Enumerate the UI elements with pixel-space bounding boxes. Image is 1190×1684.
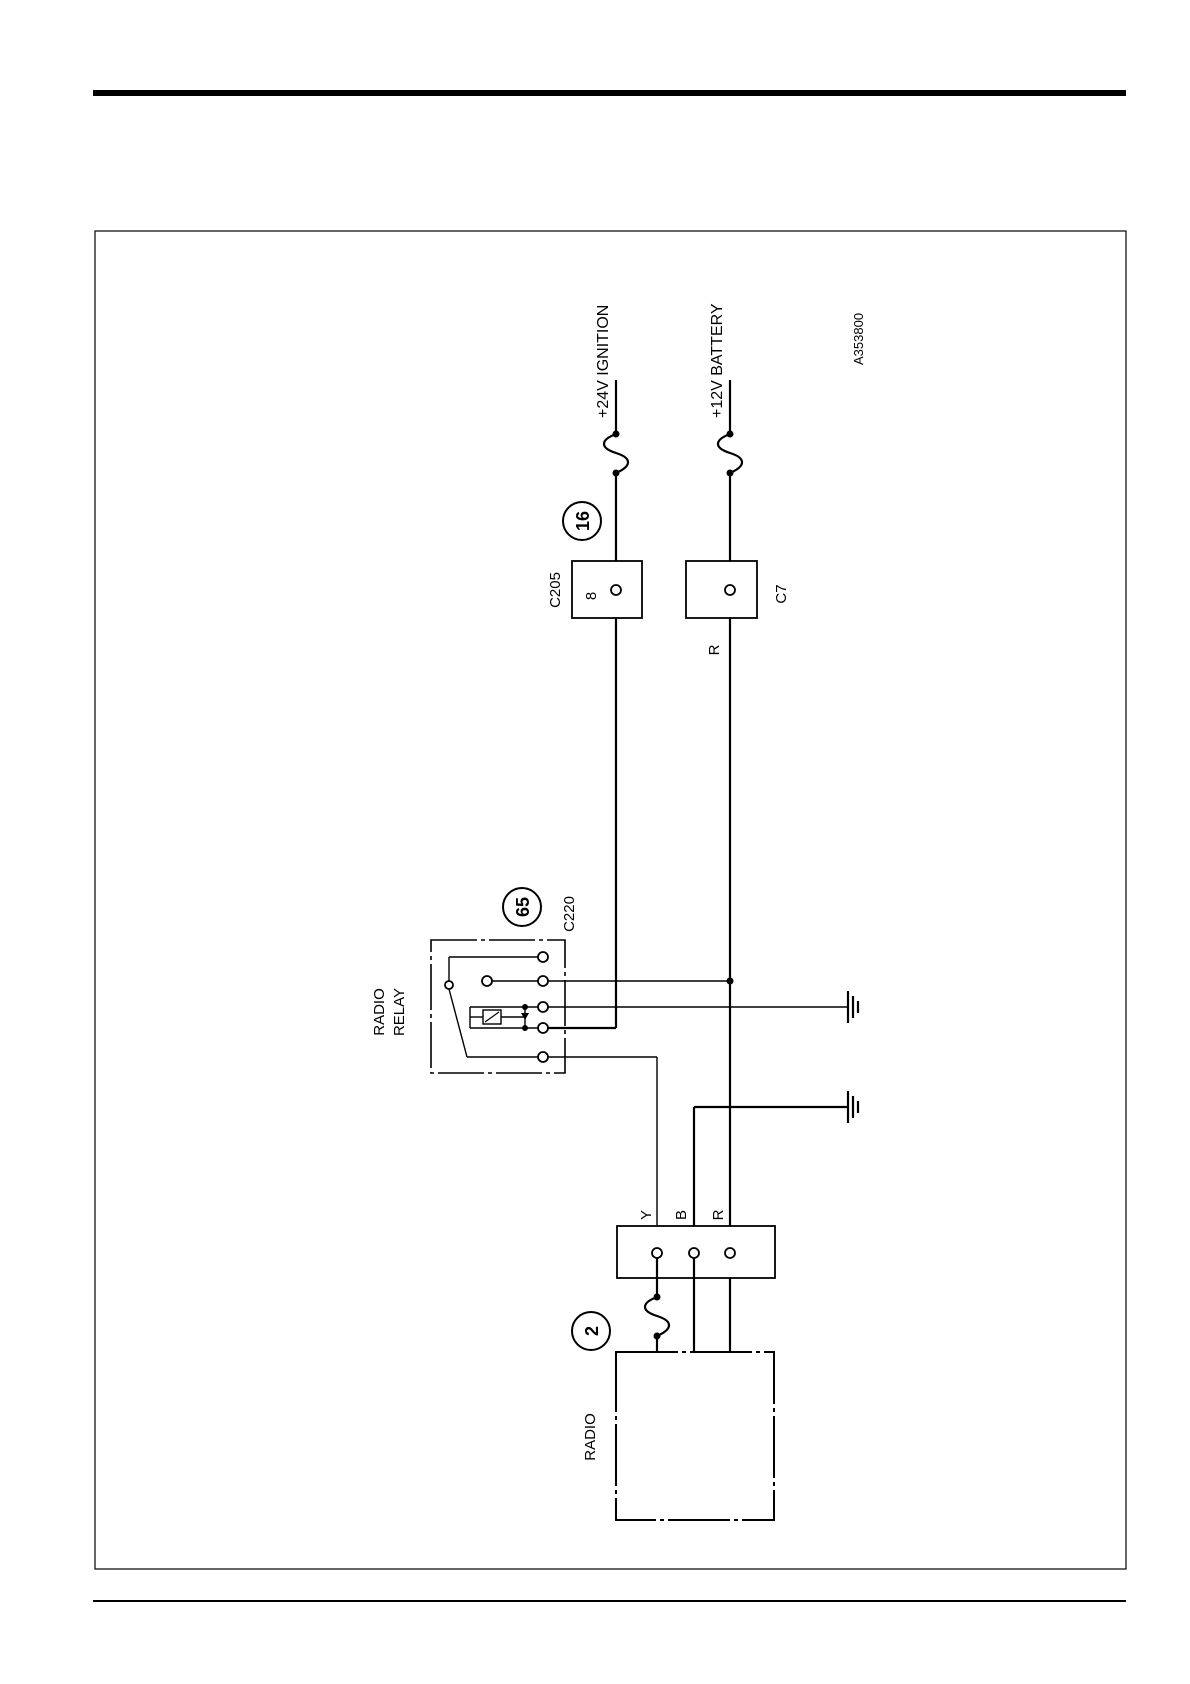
battery-fuse-top-dot	[727, 431, 734, 438]
relay-terminal-4	[538, 1002, 548, 1012]
relay-terminal-5	[538, 1023, 548, 1033]
c205-connector-body	[572, 561, 642, 618]
c7-pin-terminal	[725, 585, 735, 595]
radio-connector-pin-b	[689, 1248, 699, 1258]
relay-terminal-6	[538, 1052, 548, 1062]
ignition-supply-label: +24V IGNITION	[595, 305, 612, 418]
fuse-16-badge: 16	[563, 502, 601, 540]
relay-terminal-2	[482, 976, 492, 986]
c7-connector-label: C7	[773, 584, 790, 603]
radio-connector-color-b: B	[673, 1210, 690, 1220]
fuse-2-badge: 2	[572, 1312, 610, 1350]
c205-pin-terminal	[611, 585, 621, 595]
radio-fuse-bottom-dot	[654, 1333, 661, 1340]
diagram-frame	[95, 231, 1126, 1569]
relay-internal-wiring	[449, 957, 543, 1057]
radio-connector-pin-r	[725, 1248, 735, 1258]
c7-connector-body	[686, 561, 757, 618]
ignition-feed-wire	[541, 380, 628, 1028]
c220-connector-label: C220	[561, 896, 578, 932]
header-rule	[93, 90, 1126, 96]
fuse-65-label: 65	[513, 897, 533, 917]
fuse-65-badge: 65	[503, 888, 541, 926]
relay-junction-dot-1	[522, 1004, 528, 1010]
radio-label: RADIO	[582, 1413, 599, 1461]
ground-icon	[848, 991, 858, 1023]
battery-feed-wire	[718, 380, 742, 1352]
fuse-16-label: 16	[573, 511, 593, 531]
c205-pin-label: 8	[583, 592, 600, 600]
relay-switch-pivot	[445, 981, 453, 989]
relay-junction-dot-2	[522, 1025, 528, 1031]
battery-wire-color-label: R	[706, 644, 723, 655]
fuse-2-label: 2	[582, 1326, 602, 1336]
radio-relay-label-line2: RELAY	[391, 988, 408, 1036]
ignition-fuse-bottom-dot	[613, 470, 620, 477]
figure-id: A353800	[851, 313, 866, 365]
battery-fuse-bottom-dot	[727, 470, 734, 477]
relay-external-wiring	[548, 981, 848, 1250]
ground-icon	[848, 1091, 858, 1123]
ignition-fuse-top-dot	[613, 431, 620, 438]
battery-supply-label: +12V BATTERY	[709, 303, 726, 418]
radio-connector-pin-y	[652, 1248, 662, 1258]
radio-unit-outline	[616, 1352, 774, 1520]
radio-connector-color-r: R	[710, 1209, 727, 1220]
radio-relay-label-line1: RADIO	[371, 988, 388, 1036]
relay-terminal-1	[538, 952, 548, 962]
radio-fuse-top-dot	[654, 1294, 661, 1301]
relay-terminal-3	[538, 976, 548, 986]
radio-connector-color-y: Y	[638, 1210, 655, 1220]
footer-rule	[93, 1600, 1126, 1602]
c205-connector-label: C205	[547, 572, 564, 608]
